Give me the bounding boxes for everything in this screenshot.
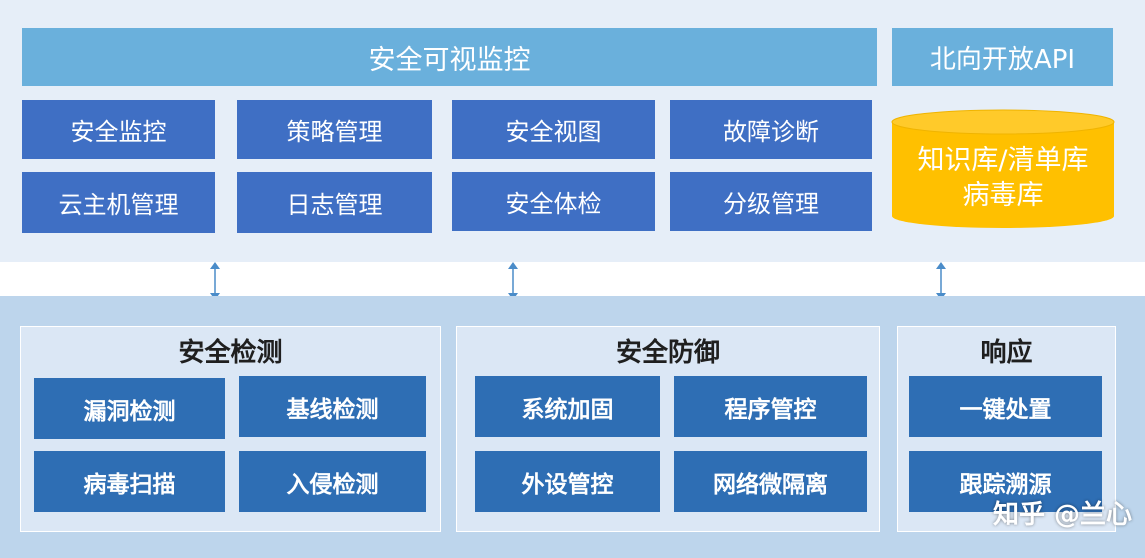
database-line-2: 病毒库 (962, 180, 1044, 211)
item-program-control: 程序管控 (674, 376, 867, 437)
bidirectional-arrow-icon (508, 262, 518, 300)
section-response-title: 响应 (980, 337, 1033, 368)
module-security-view: 安全视图 (452, 100, 655, 159)
item-system-hardening: 系统加固 (475, 376, 660, 437)
item-one-click-disposal: 一键处置 (909, 376, 1102, 437)
monitor-header: 安全可视监控 (22, 28, 877, 86)
module-security-monitor: 安全监控 (22, 100, 215, 159)
api-header: 北向开放API (892, 28, 1113, 86)
watermark-text: 知乎 @兰心 (992, 500, 1132, 530)
module-fault-diagnosis: 故障诊断 (670, 100, 872, 159)
bidirectional-arrow-icon (210, 262, 220, 300)
module-log-management: 日志管理 (237, 172, 432, 233)
item-intrusion-detection: 入侵检测 (239, 451, 426, 512)
item-trace-source: 跟踪溯源 (909, 451, 1102, 512)
database-label: 知识库/清单库 病毒库 (892, 140, 1114, 216)
database-line-1: 知识库/清单库 (917, 145, 1089, 176)
item-virus-scan: 病毒扫描 (34, 451, 225, 512)
item-baseline-detection: 基线检测 (239, 376, 426, 437)
module-cloud-host-management: 云主机管理 (22, 172, 215, 233)
module-policy-management: 策略管理 (237, 100, 432, 159)
section-detection-title: 安全检测 (178, 337, 283, 368)
bidirectional-arrow-icon (936, 262, 946, 300)
module-security-checkup: 安全体检 (452, 172, 655, 231)
item-network-microsegmentation: 网络微隔离 (674, 451, 867, 512)
item-peripheral-control: 外设管控 (475, 451, 660, 512)
database-cylinder-icon (891, 109, 1115, 228)
module-tier-management: 分级管理 (670, 172, 872, 231)
item-vulnerability-detection: 漏洞检测 (34, 378, 225, 439)
section-defense-title: 安全防御 (615, 337, 720, 368)
